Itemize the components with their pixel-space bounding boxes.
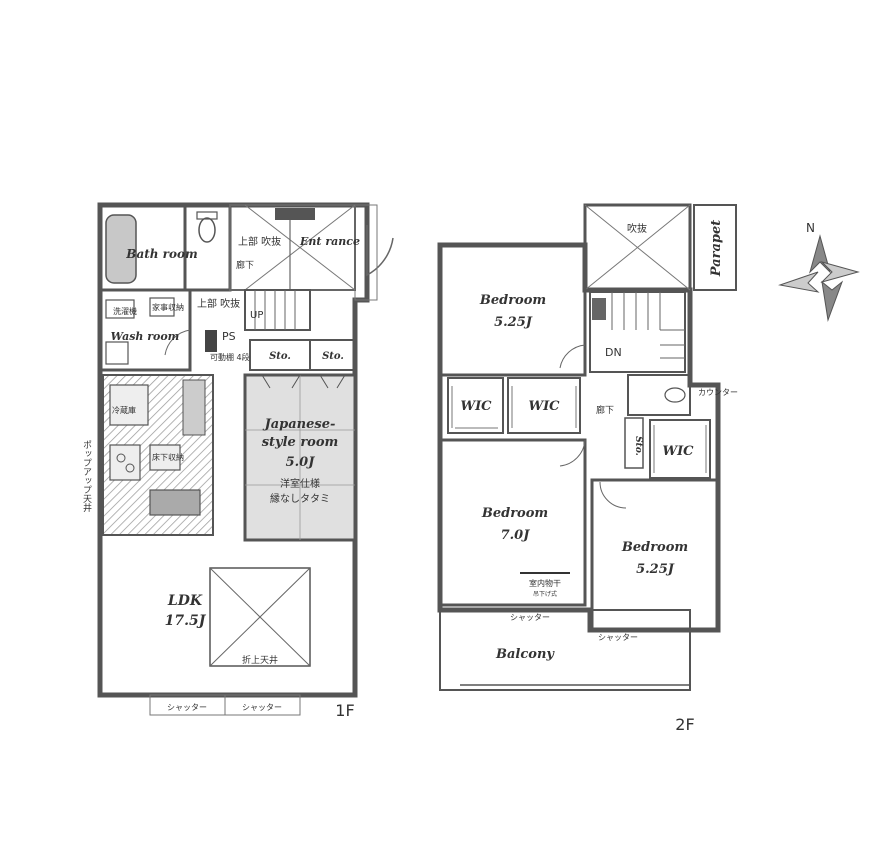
ps-shaft [205, 330, 217, 352]
floor-1-labels: Bath room 洗濯機 家事収納 Wash room 上部 吹抜 廊下 En… [81, 235, 360, 720]
shutter-left-2f: シャッター [510, 613, 550, 622]
sto2-label: Sto. [322, 351, 344, 362]
japanese-room-line2: style room [262, 435, 339, 450]
dn-label: DN [605, 346, 622, 359]
bedroom2-size: 7.0J [501, 528, 531, 543]
balcony-label: Balcony [495, 647, 555, 662]
ps-label: PS [222, 330, 236, 343]
kitchen-cabinet [182, 379, 206, 436]
void-label: 吹抜 [627, 222, 647, 235]
floor-1 [97, 202, 394, 716]
hanging-type-label: 吊下げ式 [533, 590, 557, 598]
parapet-label: Parapet [709, 220, 724, 278]
indoor-drying-label: 室内物干 [529, 578, 561, 588]
sink [149, 489, 201, 516]
bedroom1-walls [438, 243, 587, 377]
stairs-1f [244, 289, 311, 331]
tatami-label: 縁なしタタミ [270, 492, 330, 505]
raised-ceiling-label: 折上天井 [242, 654, 278, 666]
wic3-label: WIC [662, 444, 694, 459]
storage-2 [309, 339, 356, 371]
raised-ceiling-area [209, 567, 311, 667]
popup-ceiling-label: ポップアップ天井 [81, 440, 92, 513]
compass: N [778, 221, 860, 322]
laundry-label: 洗濯機 [113, 306, 137, 316]
upper-void-top-label: 上部 吹抜 [238, 235, 281, 248]
wic2-walls [507, 377, 581, 434]
hallway-label: 廊下 [596, 404, 614, 416]
up-label: UP [250, 310, 263, 321]
upper-void-mid-label: 上部 吹抜 [197, 297, 240, 310]
wic2-label: WIC [528, 399, 560, 414]
japanese-room-line1: Japanese- [262, 417, 336, 432]
floor2-label: 2F [675, 715, 694, 734]
floor1-outer-wall [97, 202, 370, 698]
japanese-room-size: 5.0J [286, 455, 316, 470]
floor-2 [437, 203, 737, 691]
bedroom3-size: 5.25J [636, 562, 675, 577]
floor-2-labels: 吹抜 Parapet Bedroom 5.25J DN WIC WIC カウンタ… [460, 220, 738, 734]
bath-label: Bath room [125, 247, 197, 261]
bathtub [105, 214, 137, 284]
bedroom2-name: Bedroom [481, 506, 548, 521]
bedroom2-walls [438, 438, 587, 607]
fridge-label: 冷蔵庫 [112, 405, 136, 415]
wic1-label: WIC [460, 399, 492, 414]
sto-label: Sto. [633, 436, 643, 456]
counter-label: カウンター [698, 388, 738, 397]
wic3-walls [649, 419, 711, 479]
wic1-walls [447, 377, 504, 434]
bedroom1-name: Bedroom [479, 293, 546, 308]
hall-storage [624, 417, 644, 469]
shoe-storage-label: 家事収納 [152, 302, 184, 312]
western-spec-label: 洋室仕様 [280, 477, 320, 490]
entrance-door [366, 225, 394, 277]
compass-north-label: N [806, 221, 815, 235]
wash-basin [105, 341, 129, 365]
bedroom1-size: 5.25J [494, 315, 533, 330]
toilet-fixture [198, 217, 216, 243]
toilet-2f [627, 374, 691, 416]
shutter-left-1f: シャッター [167, 703, 207, 712]
stairs-2f [589, 291, 686, 373]
sto1-label: Sto. [269, 351, 291, 362]
corridor-label: 廊下 [236, 259, 254, 271]
wash-label: Wash room [111, 330, 180, 343]
cooktop [109, 444, 141, 481]
pantry-box [149, 444, 181, 471]
fridge-space [109, 384, 149, 426]
pantry-label: 床下収納 [152, 452, 184, 462]
parapet-box [693, 204, 737, 291]
balcony-walls [439, 609, 691, 691]
entrance-step [275, 208, 315, 220]
ldk-size: 17.5J [165, 613, 207, 629]
shutter-right-1f: シャッター [242, 703, 282, 712]
bedroom3-walls [590, 478, 720, 632]
washing-machine [105, 299, 135, 319]
storage-box [149, 297, 175, 317]
floor1-label: 1F [335, 701, 354, 720]
ldk-name: LDK [167, 593, 203, 609]
bedroom3-name: Bedroom [621, 540, 688, 555]
entrance-label: Ent rance [299, 235, 360, 248]
shutter-right-2f: シャッター [598, 633, 638, 642]
shelf-label: 可動棚 4段 [210, 352, 250, 362]
